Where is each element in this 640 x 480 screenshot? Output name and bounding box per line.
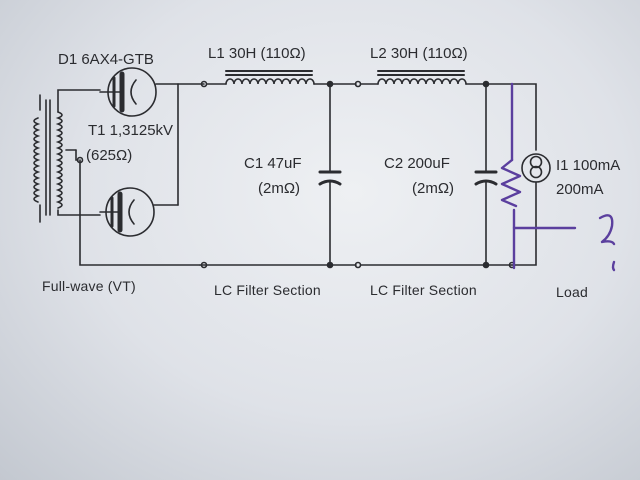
label-i1-alt: 200mA bbox=[556, 181, 604, 198]
current-source-i1 bbox=[511, 83, 551, 266]
diode-d1-upper bbox=[99, 67, 179, 117]
label-i1: I1 100mA bbox=[556, 157, 621, 174]
label-c1: C1 47uF bbox=[244, 155, 302, 172]
label-lc-section-2: LC Filter Section bbox=[370, 282, 477, 298]
inductor-l2 bbox=[360, 70, 487, 85]
label-l2: L2 30H (110Ω) bbox=[370, 45, 468, 62]
diode-d1-lower bbox=[99, 187, 179, 237]
label-c2: C2 200uF bbox=[384, 155, 450, 172]
label-d1: D1 6AX4-GTB bbox=[58, 51, 154, 68]
transformer-t1 bbox=[33, 89, 201, 266]
capacitor-c1 bbox=[318, 83, 342, 266]
label-c1-esr: (2mΩ) bbox=[258, 180, 301, 197]
inductor-l1 bbox=[206, 70, 331, 85]
label-t1-resistance: (625Ω) bbox=[86, 147, 133, 164]
label-fullwave: Full-wave (VT) bbox=[42, 278, 136, 294]
label-load: Load bbox=[556, 284, 588, 300]
capacitor-c2 bbox=[474, 83, 498, 266]
handwritten-resistor-load bbox=[500, 82, 616, 272]
label-c2-esr: (2mΩ) bbox=[412, 180, 455, 197]
label-l1: L1 30H (110Ω) bbox=[208, 45, 306, 62]
label-t1: T1 1,3125kV bbox=[88, 122, 174, 139]
label-lc-section-1: LC Filter Section bbox=[214, 282, 321, 298]
